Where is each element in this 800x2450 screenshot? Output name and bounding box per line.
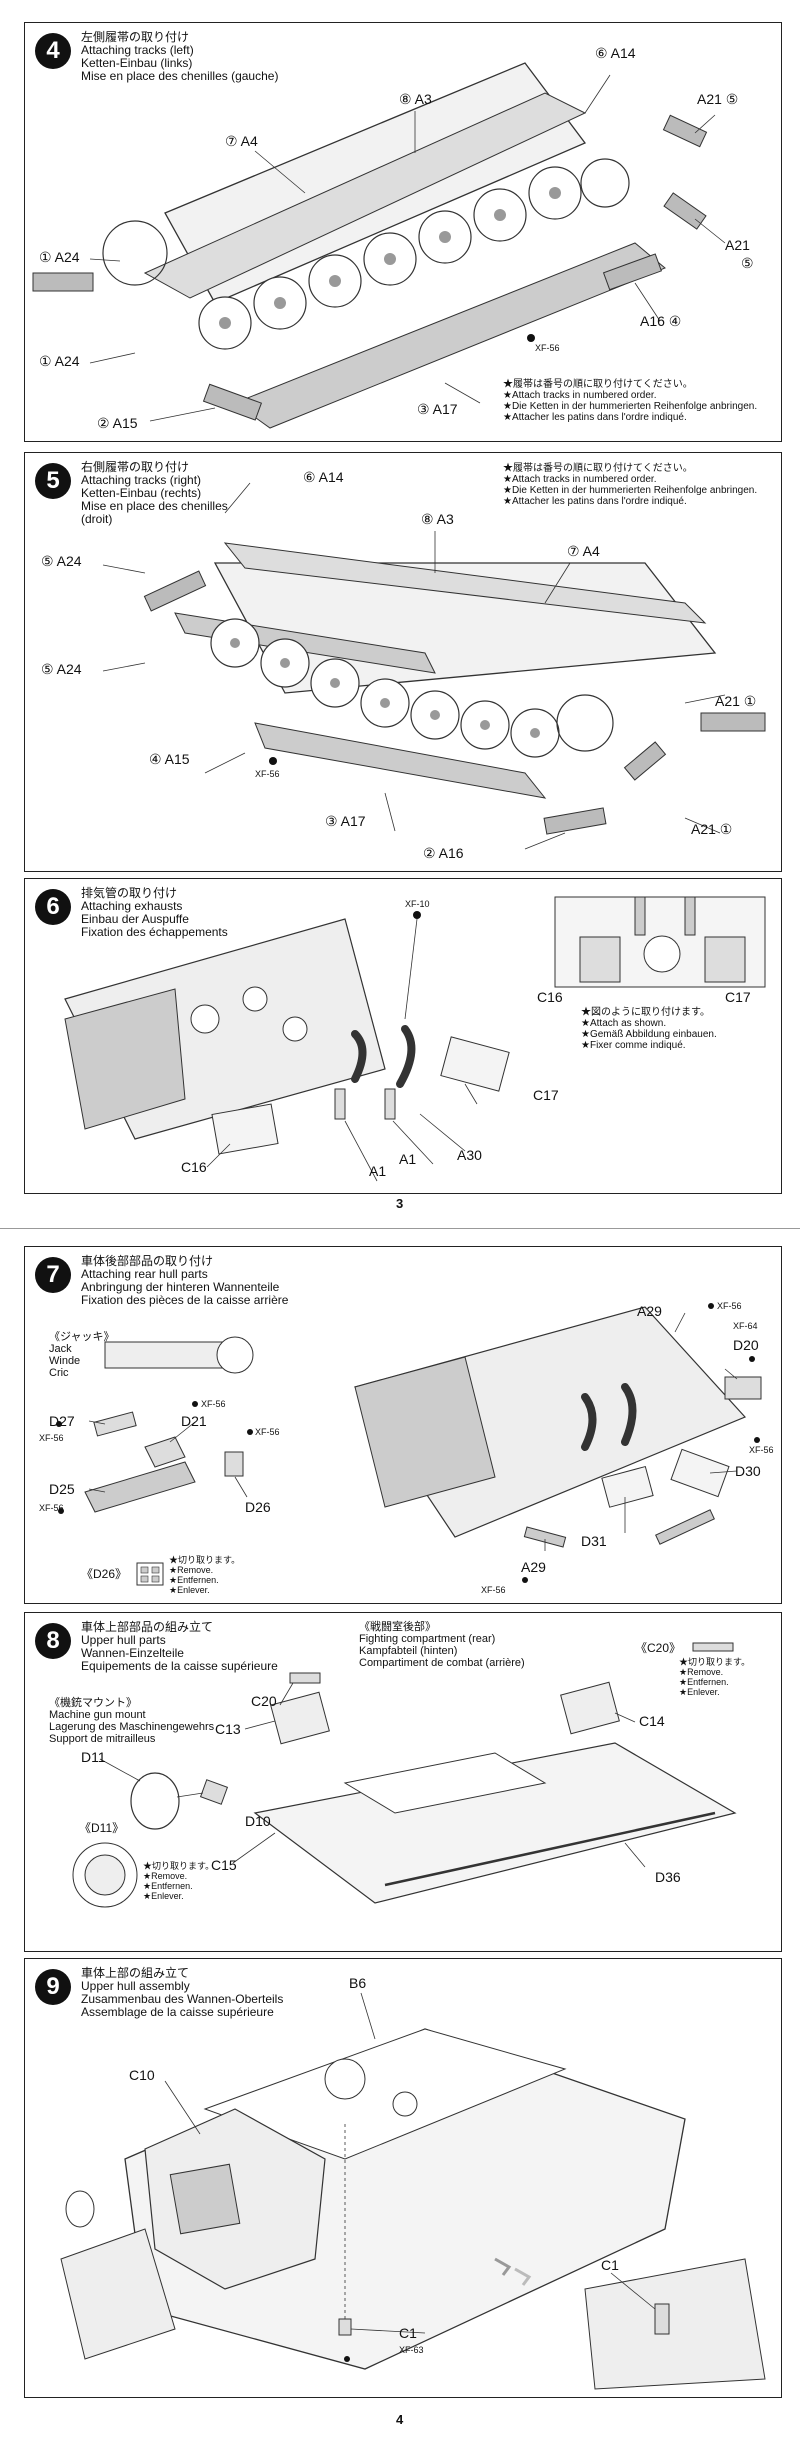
part-label: C14 xyxy=(639,1713,665,1729)
step-7-panel: 7 車体後部部品の取り付け Attaching rear hull parts … xyxy=(24,1246,782,1604)
cut-notes: ★切り取ります。 ★Remove. ★Entfernen. ★Enlever. xyxy=(143,1861,215,1901)
part-label: A1 xyxy=(399,1151,417,1167)
paint-code: XF-56 xyxy=(39,1503,64,1513)
part-label: C15 xyxy=(211,1857,237,1873)
part-label: ② A16 xyxy=(423,845,464,861)
part-label: A21 ① xyxy=(691,821,733,837)
part-label: ⑧ A3 xyxy=(399,91,432,107)
step-5-panel: 5 右側履帯の取り付け Attaching tracks (right) Ket… xyxy=(24,452,782,872)
part-label: ⑥ A14 xyxy=(595,45,636,61)
part-label: A21 ① xyxy=(715,693,757,709)
jack-titles: 《ジャッキ》 Jack Winde Cric xyxy=(49,1331,115,1379)
part-label: D20 xyxy=(733,1337,759,1353)
step-titles: 左側履帯の取り付け Attaching tracks (left) Ketten… xyxy=(81,30,279,83)
c20-detail-label: 《C20》 xyxy=(635,1641,682,1655)
step-titles: 車体上部の組み立て Upper hull assembly Zusammenba… xyxy=(81,1966,284,2019)
step-number: 9 xyxy=(35,1969,71,2005)
paint-code: XF-56 xyxy=(749,1445,774,1455)
cut-notes: ★切り取ります。 ★Remove. ★Entfernen. ★Enlever. xyxy=(679,1657,751,1697)
part-label: ⑦ A4 xyxy=(567,543,600,559)
part-label: ⑤ xyxy=(741,255,754,271)
part-label: D11 xyxy=(81,1749,106,1765)
paint-code: XF-56 xyxy=(535,343,560,353)
part-label: D31 xyxy=(581,1533,607,1549)
step-number: 5 xyxy=(35,463,71,499)
part-label: C20 xyxy=(251,1693,277,1709)
part-label: C10 xyxy=(129,2067,155,2083)
part-label: D36 xyxy=(655,1869,681,1885)
step-number: 4 xyxy=(35,33,71,69)
paint-code: XF-10 xyxy=(405,899,430,909)
step-5-illustration xyxy=(102,482,766,850)
part-label: ⑤ A24 xyxy=(41,553,82,569)
part-label: ⑧ A3 xyxy=(421,511,454,527)
part-label: D10 xyxy=(245,1813,271,1829)
paint-code: XF-56 xyxy=(39,1433,64,1443)
step-4-illustration xyxy=(32,62,726,429)
part-label: C17 xyxy=(725,989,751,1005)
instruction-notes: ★図のように取り付けます。 ★Attach as shown. ★Gemäß A… xyxy=(581,1007,717,1051)
part-label: ① A24 xyxy=(39,353,80,369)
part-label: D27 xyxy=(49,1413,75,1429)
part-label: C1 xyxy=(399,2325,417,2341)
step-9-illustration xyxy=(60,1992,766,2390)
step-number: 7 xyxy=(35,1257,71,1293)
part-label: C13 xyxy=(215,1721,241,1737)
step-titles: 排気管の取り付け Attaching exhausts Einbau der A… xyxy=(81,886,228,939)
d11-detail-label: 《D11》 xyxy=(79,1821,125,1835)
paint-code: XF-56 xyxy=(255,1427,280,1437)
step-7-illustration xyxy=(56,1303,762,1586)
step-titles: 車体上部部品の組み立て Upper hull parts Wannen-Einz… xyxy=(81,1620,278,1673)
page-divider xyxy=(0,1228,800,1229)
part-label: ③ A17 xyxy=(325,813,366,829)
part-label: C1 xyxy=(601,2257,619,2273)
mg-mount-titles: 《機銃マウント》 Machine gun mount Lagerung des … xyxy=(49,1697,215,1745)
part-label: ⑦ A4 xyxy=(225,133,258,149)
cut-diagram-label: 《D26》 xyxy=(81,1567,128,1581)
part-label: A29 xyxy=(637,1303,662,1319)
part-label: C17 xyxy=(533,1087,559,1103)
part-label: A1 xyxy=(369,1163,387,1179)
part-label: B6 xyxy=(349,1975,367,1991)
part-label: D26 xyxy=(245,1499,271,1515)
part-label: ⑤ A24 xyxy=(41,661,82,677)
part-label: A29 xyxy=(521,1559,546,1575)
part-label: C16 xyxy=(537,989,563,1005)
instruction-notes: ★履帯は番号の順に取り付けてください。 ★Attach tracks in nu… xyxy=(503,379,758,423)
step-6-panel: 6 排気管の取り付け Attaching exhausts Einbau der… xyxy=(24,878,782,1194)
step-number: 6 xyxy=(35,889,71,925)
step-8-illustration xyxy=(72,1642,737,1908)
part-label: A21 ⑤ xyxy=(697,91,739,107)
fighting-compartment-titles: 《戦闘室後部》 Fighting compartment (rear) Kamp… xyxy=(359,1621,525,1669)
paint-code: XF-56 xyxy=(201,1399,226,1409)
part-label: D21 xyxy=(181,1413,207,1429)
part-label: A16 ④ xyxy=(640,313,682,329)
part-label: D25 xyxy=(49,1481,75,1497)
step-titles: 右側履帯の取り付け Attaching tracks (right) Kette… xyxy=(81,460,228,526)
paint-code: XF-56 xyxy=(717,1301,742,1311)
part-label: ② A15 xyxy=(97,415,138,431)
step-6-illustration xyxy=(64,896,766,1182)
paint-code: XF-56 xyxy=(255,769,280,779)
part-label: ③ A17 xyxy=(417,401,458,417)
step-9-panel: 9 車体上部の組み立て Upper hull assembly Zusammen… xyxy=(24,1958,782,2398)
step-titles: 車体後部部品の取り付け Attaching rear hull parts An… xyxy=(81,1254,289,1307)
step-4-panel: 4 左側履帯の取り付け Attaching tracks (left) Kett… xyxy=(24,22,782,442)
paint-code: XF-56 xyxy=(481,1585,506,1595)
step-8-panel: 8 車体上部部品の組み立て Upper hull parts Wannen-Ei… xyxy=(24,1612,782,1952)
paint-code: XF-63 xyxy=(399,2345,424,2355)
paint-code: XF-64 xyxy=(733,1321,758,1331)
step-number: 8 xyxy=(35,1623,71,1659)
part-label: D30 xyxy=(735,1463,761,1479)
part-label: C16 xyxy=(181,1159,207,1175)
instruction-notes: ★履帯は番号の順に取り付けてください。 ★Attach tracks in nu… xyxy=(503,463,758,507)
cut-notes: ★切り取ります。 ★Remove. ★Entfernen. ★Enlever. xyxy=(169,1555,241,1595)
part-label: ④ A15 xyxy=(149,751,190,767)
page-number: 3 xyxy=(396,1196,404,1211)
page-number: 4 xyxy=(396,2412,404,2427)
part-label: A30 xyxy=(457,1147,482,1163)
part-label: ⑥ A14 xyxy=(303,469,344,485)
part-label: A21 xyxy=(725,237,750,253)
part-label: ① A24 xyxy=(39,249,80,265)
